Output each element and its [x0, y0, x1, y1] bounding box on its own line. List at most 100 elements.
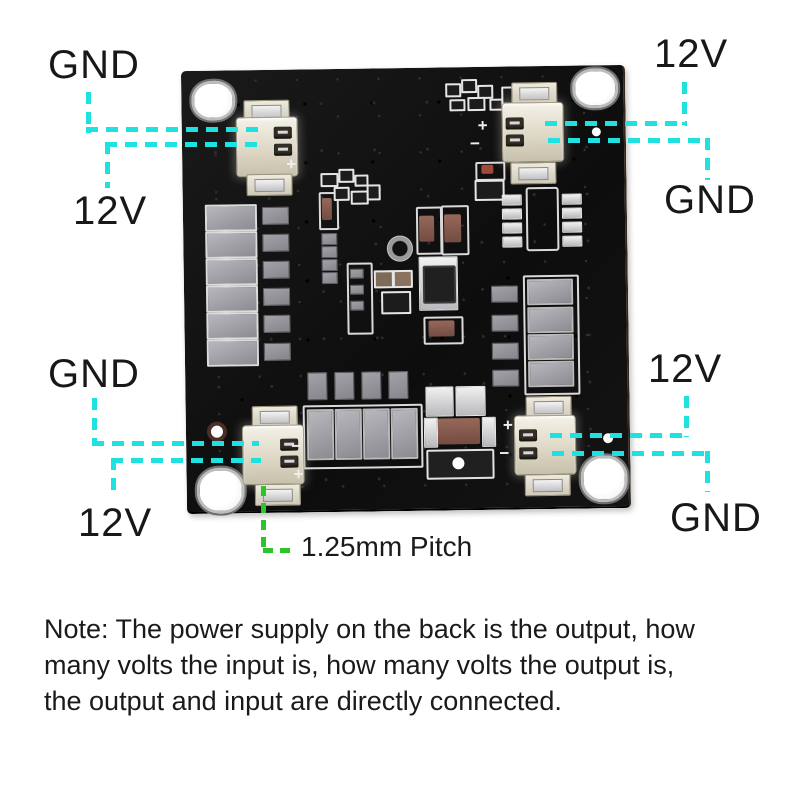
connector-tab — [246, 173, 293, 197]
pcb-pad — [334, 408, 363, 461]
ceramic-capacitor — [418, 215, 435, 242]
pcb-pad — [321, 271, 338, 285]
leader-line-pitch-horizontal — [263, 548, 294, 553]
pcb-pad — [388, 370, 409, 400]
pcb-pad — [206, 312, 259, 340]
smd-inductor — [422, 265, 457, 304]
polarity-plus-mark: + — [477, 115, 488, 135]
pcb-pad — [362, 408, 391, 460]
solder-pad — [501, 194, 522, 206]
pcb-pad — [263, 314, 291, 333]
label-gnd-top-right: GND — [664, 178, 756, 222]
via — [591, 127, 601, 137]
pcb-pad — [361, 371, 382, 400]
solder-lug — [518, 167, 549, 181]
silkscreen-footprint — [449, 99, 466, 112]
pcb-pad — [306, 409, 335, 461]
connector-bottom-left — [241, 405, 307, 507]
ceramic-capacitor — [437, 417, 481, 445]
polarity-minus-mark: − — [284, 110, 295, 130]
pcb-pad — [491, 314, 519, 332]
resistor — [481, 164, 494, 174]
pcb-pad — [528, 360, 575, 388]
connector-pin-slot — [518, 429, 538, 442]
leader-line-bottom-right-gnd-horizontal — [552, 451, 710, 456]
connector-pin — [277, 130, 288, 134]
connector-pin — [284, 459, 295, 463]
leader-line-top-left-gnd-vertical — [86, 92, 91, 133]
leader-line-mid-right-12v-horizontal — [550, 433, 689, 438]
connector-pin — [523, 433, 534, 437]
mounting-hole-bottom-left — [196, 467, 246, 514]
leader-line-bottom-left-12v-vertical — [111, 458, 116, 496]
leader-line-mid-right-12v-vertical — [684, 396, 689, 437]
solder-pad — [425, 386, 454, 417]
ceramic-capacitor — [443, 214, 462, 243]
polarity-minus-mark: − — [469, 133, 481, 154]
leader-line-mid-left-gnd-vertical — [92, 398, 97, 446]
solder-lug — [254, 178, 285, 193]
silkscreen-footprint — [445, 83, 462, 98]
note-line-2: many volts the input is, how many volts … — [44, 650, 675, 680]
solder-pad — [501, 208, 523, 220]
connector-top-right — [499, 81, 565, 185]
mounting-hole-bottom-right — [580, 454, 628, 503]
connector-tab — [524, 473, 571, 497]
solder-pad — [502, 236, 523, 248]
solder-lug — [532, 478, 563, 493]
resistor — [321, 198, 333, 221]
pcb-pad — [350, 300, 365, 311]
pcb-pad — [261, 206, 290, 226]
connector-bottom-right — [513, 395, 577, 497]
label-gnd-top-left: GND — [48, 43, 140, 87]
pcb-pad — [526, 278, 574, 306]
connector-pin — [509, 138, 520, 142]
connector-tab — [510, 161, 557, 185]
silkscreen-footprint — [467, 96, 486, 112]
note-line-3: the output and input are directly connec… — [44, 686, 562, 716]
pcb-pad — [349, 284, 365, 295]
connector-body — [501, 101, 565, 163]
solder-lug — [262, 488, 293, 503]
label-12v-bottom-left: 12V — [78, 501, 153, 545]
leader-line-top-left-gnd-horizontal — [86, 127, 262, 132]
note-text: Note: The power supply on the back is th… — [44, 611, 695, 719]
label-12v-top-left: 12V — [73, 189, 148, 233]
pcb-pad — [349, 268, 364, 279]
solder-pad — [423, 417, 439, 448]
pcb-pad — [490, 285, 519, 303]
note-line-1: Note: The power supply on the back is th… — [44, 614, 695, 644]
leader-line-top-right-gnd-vertical — [705, 138, 710, 180]
silkscreen-footprint — [366, 184, 381, 201]
pcb-pad — [206, 339, 260, 367]
pcb-pad — [262, 260, 290, 279]
leader-line-top-right-12v-horizontal — [545, 121, 687, 126]
smd-component — [373, 270, 394, 289]
component-hole — [452, 457, 465, 470]
pcb-pad — [321, 245, 338, 259]
leader-line-bottom-right-gnd-vertical — [705, 451, 710, 492]
solder-pad — [455, 385, 486, 417]
pcb-pad — [321, 232, 338, 246]
sot23-transistor — [381, 290, 412, 315]
label-gnd-mid-left: GND — [48, 352, 140, 396]
polarity-minus-mark: − — [499, 443, 510, 463]
solder-pad — [502, 222, 523, 234]
leader-line-top-left-12v-horizontal — [105, 142, 265, 147]
label-12v-mid-right: 12V — [648, 347, 723, 391]
polarity-plus-mark: + — [293, 464, 304, 484]
solder-lug — [519, 86, 550, 101]
mounting-hole-top-left — [191, 80, 236, 121]
pcb-pad — [205, 258, 258, 286]
pcb-pad — [262, 233, 290, 253]
pcb-pad — [321, 258, 338, 272]
pcb-pad — [334, 371, 355, 401]
silkscreen-footprint — [320, 172, 339, 188]
solder-lug — [533, 400, 564, 415]
pcb-pad — [204, 204, 258, 232]
via — [206, 421, 228, 442]
pcb-pad — [205, 285, 259, 313]
connector-pin — [509, 121, 520, 125]
silkscreen-footprint — [333, 186, 350, 202]
